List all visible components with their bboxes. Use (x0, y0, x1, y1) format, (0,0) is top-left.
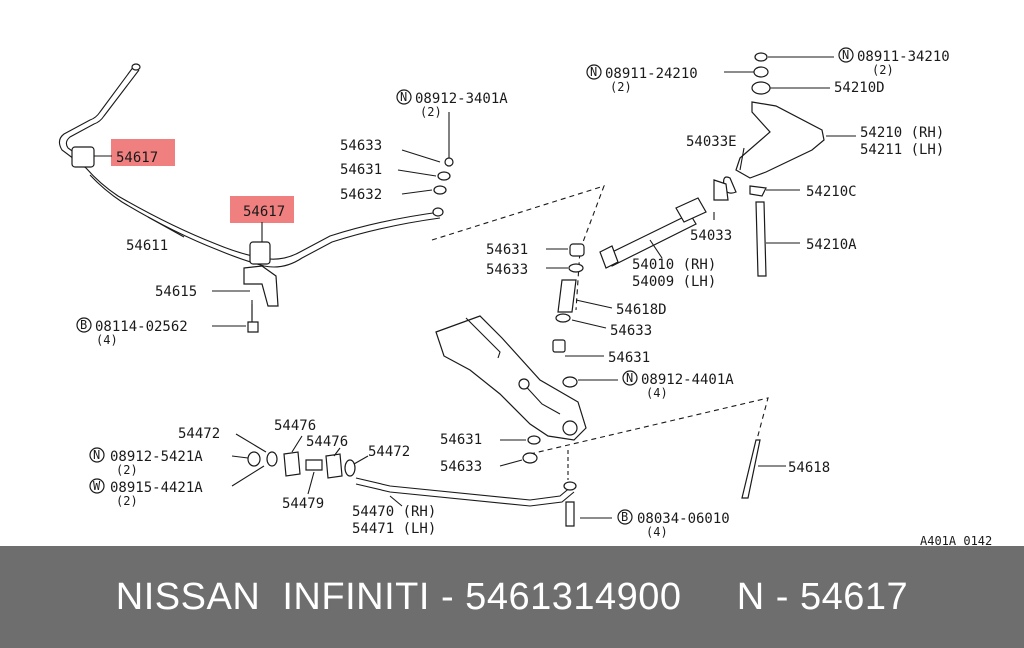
svg-text:N: N (842, 48, 849, 62)
label-54211-lh: 54211 (LH) (860, 142, 944, 158)
footer-banner: NISSAN INFINITI - 5461314900 N - 54617 (0, 546, 1024, 648)
parts-diagram: 54617 54617 54611 54615 B 08114-02562 (4… (58, 47, 992, 546)
label-08912-3401A: 08912-3401A (415, 91, 508, 107)
label-08915-4421A: 08915-4421A (110, 480, 203, 496)
label-54618D: 54618D (616, 302, 667, 318)
svg-text:(4): (4) (646, 386, 668, 400)
bolt-badge-icon (617, 509, 633, 525)
label-54631-low: 54631 (608, 350, 650, 366)
footer-part-number: NISSAN INFINITI - 5461314900 N - 54617 (115, 575, 909, 618)
svg-text:B: B (621, 510, 628, 524)
label-54631-bot: 54631 (440, 432, 482, 448)
label-54210-rh: 54210 (RH) (860, 125, 944, 141)
svg-text:B: B (80, 318, 87, 332)
label-08912-5421A: 08912-5421A (110, 449, 203, 465)
svg-text:(2): (2) (872, 63, 894, 77)
label-08911-34210: 08911-34210 (857, 49, 950, 65)
highlight-54617-a (111, 139, 175, 166)
stabilizer-bar (58, 63, 441, 268)
rod-54618 (741, 439, 761, 499)
nut-badge-icon (396, 89, 412, 105)
svg-text:N: N (400, 90, 407, 104)
bushing-54617-left (71, 146, 95, 168)
label-54472-b: 54472 (368, 444, 410, 460)
svg-text:N: N (590, 65, 597, 79)
label-54617-a: 54617 (116, 150, 158, 166)
label-54632: 54632 (340, 187, 382, 203)
svg-text:(2): (2) (116, 463, 138, 477)
label-54476-a: 54476 (274, 418, 316, 434)
label-08114: 08114-02562 (95, 319, 188, 335)
reference-code: A401A 0142 (920, 534, 992, 546)
label-54009-lh: 54009 (LH) (632, 274, 716, 290)
label-54631-top: 54631 (340, 162, 382, 178)
label-54615: 54615 (155, 284, 197, 300)
label-54470-rh: 54470 (RH) (352, 504, 436, 520)
label-54479: 54479 (282, 496, 324, 512)
svg-text:N: N (93, 448, 100, 462)
bushing-set (247, 451, 356, 479)
bolt-badge-icon (76, 317, 92, 333)
label-54611: 54611 (126, 238, 168, 254)
highlight-54617-b (230, 196, 294, 223)
compression-rod-54470 (355, 477, 577, 527)
washer-badge-icon (89, 478, 105, 494)
svg-text:W: W (93, 479, 101, 493)
label-54033: 54033 (690, 228, 732, 244)
label-54210C: 54210C (806, 184, 857, 200)
label-54633-low: 54633 (610, 323, 652, 339)
label-54618: 54618 (788, 460, 830, 476)
svg-text:N: N (626, 371, 633, 385)
label-08034: 08034-06010 (637, 511, 730, 527)
label-54210A: 54210A (806, 237, 857, 253)
label-54033E: 54033E (686, 134, 737, 150)
svg-text:(4): (4) (96, 333, 118, 347)
svg-text:(4): (4) (646, 525, 668, 539)
label-54633-top: 54633 (340, 138, 382, 154)
nut-badge-icon (622, 370, 638, 386)
svg-text:(2): (2) (610, 80, 632, 94)
label-54476-b: 54476 (306, 434, 348, 450)
label-54631-mid: 54631 (486, 242, 528, 258)
nut-badge-icon (838, 47, 854, 63)
label-54633-bot: 54633 (440, 459, 482, 475)
svg-text:(2): (2) (116, 494, 138, 508)
label-54471-lh: 54471 (LH) (352, 521, 436, 537)
label-08911-24210: 08911-24210 (605, 66, 698, 82)
bushing-54617-right (249, 241, 271, 265)
upper-control-arm (713, 52, 825, 277)
label-54010-rh: 54010 (RH) (632, 257, 716, 273)
label-54617-b: 54617 (243, 204, 285, 220)
label-54633-mid: 54633 (486, 262, 528, 278)
clamp-54615 (243, 265, 279, 307)
label-54210D: 54210D (834, 80, 885, 96)
label-54472-a: 54472 (178, 426, 220, 442)
link-parts-top (432, 157, 454, 217)
nut-badge-icon (586, 64, 602, 80)
label-08912-4401A: 08912-4401A (641, 372, 734, 388)
nut-badge-icon (89, 447, 105, 463)
svg-text:(2): (2) (420, 105, 442, 119)
lower-control-arm (435, 315, 587, 441)
